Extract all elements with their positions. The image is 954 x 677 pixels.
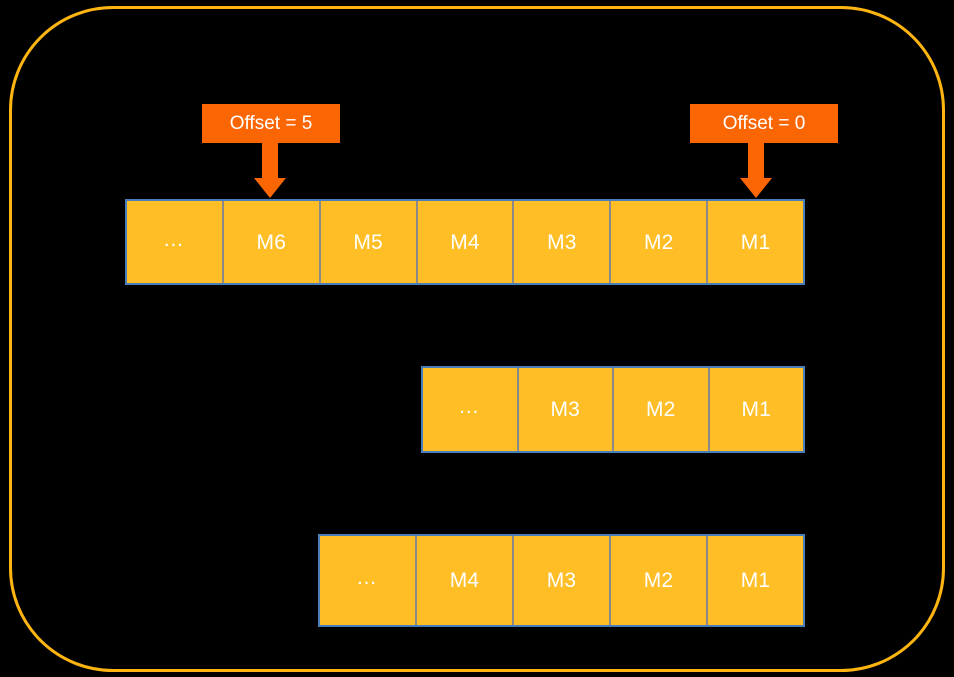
message-cell-m4: M4 <box>417 201 515 283</box>
message-cell-m3: M3 <box>518 368 614 451</box>
message-cell-m2: M2 <box>611 201 709 283</box>
arrow-stem <box>262 143 278 178</box>
message-cell-m1: M1 <box>709 368 803 451</box>
message-cell-m3: M3 <box>514 536 611 625</box>
offset-label-box: Offset = 5 <box>202 104 340 143</box>
message-cell-m1: M1 <box>708 201 804 283</box>
arrow-stem <box>748 143 764 178</box>
message-cell-m4: M4 <box>417 536 514 625</box>
arrow-head <box>254 178 286 198</box>
message-cell-ellipsis: … <box>423 368 519 451</box>
message-cell-m2: M2 <box>614 368 710 451</box>
message-cell-m6: M6 <box>223 201 321 283</box>
message-cell-m3: M3 <box>514 201 612 283</box>
message-cell-m5: M5 <box>320 201 418 283</box>
message-cell-m1: M1 <box>708 536 803 625</box>
message-cell-m2: M2 <box>611 536 708 625</box>
offset-label-box: Offset = 0 <box>690 104 838 143</box>
arrow-head <box>740 178 772 198</box>
message-cell-ellipsis: … <box>127 201 224 283</box>
message-cell-ellipsis: … <box>320 536 417 625</box>
